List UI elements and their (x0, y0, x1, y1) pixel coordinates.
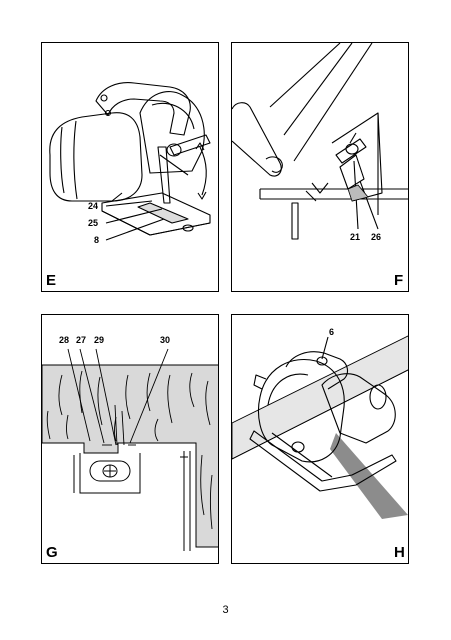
saw-bevel-illustration (49, 82, 211, 241)
callout-30: 30 (160, 335, 171, 345)
panel-label-e: E (46, 272, 57, 289)
callout-27: 27 (76, 335, 87, 345)
figure-panel-e: 24 25 8 E (41, 42, 219, 292)
saw-cutting-illustration (232, 335, 408, 519)
page-number: 3 (222, 604, 229, 616)
callout-6: 6 (329, 327, 335, 337)
panel-label-h: H (394, 544, 405, 561)
callout-26: 26 (371, 232, 382, 242)
figure-panel-f: 21 26 F (231, 42, 409, 292)
callout-25: 25 (88, 218, 99, 228)
figure-panel-h: 6 H (231, 314, 409, 564)
figure-panel-g: 28 27 29 30 G (41, 314, 219, 564)
saw-depth-illustration (232, 43, 408, 240)
callout-21: 21 (350, 232, 361, 242)
panel-label-f: F (394, 272, 404, 289)
callout-8: 8 (94, 235, 100, 245)
callout-28: 28 (59, 335, 70, 345)
callout-29: 29 (94, 335, 105, 345)
callout-24: 24 (88, 201, 99, 211)
workpiece-cut-illustration (42, 348, 218, 551)
panel-label-g: G (46, 544, 58, 561)
